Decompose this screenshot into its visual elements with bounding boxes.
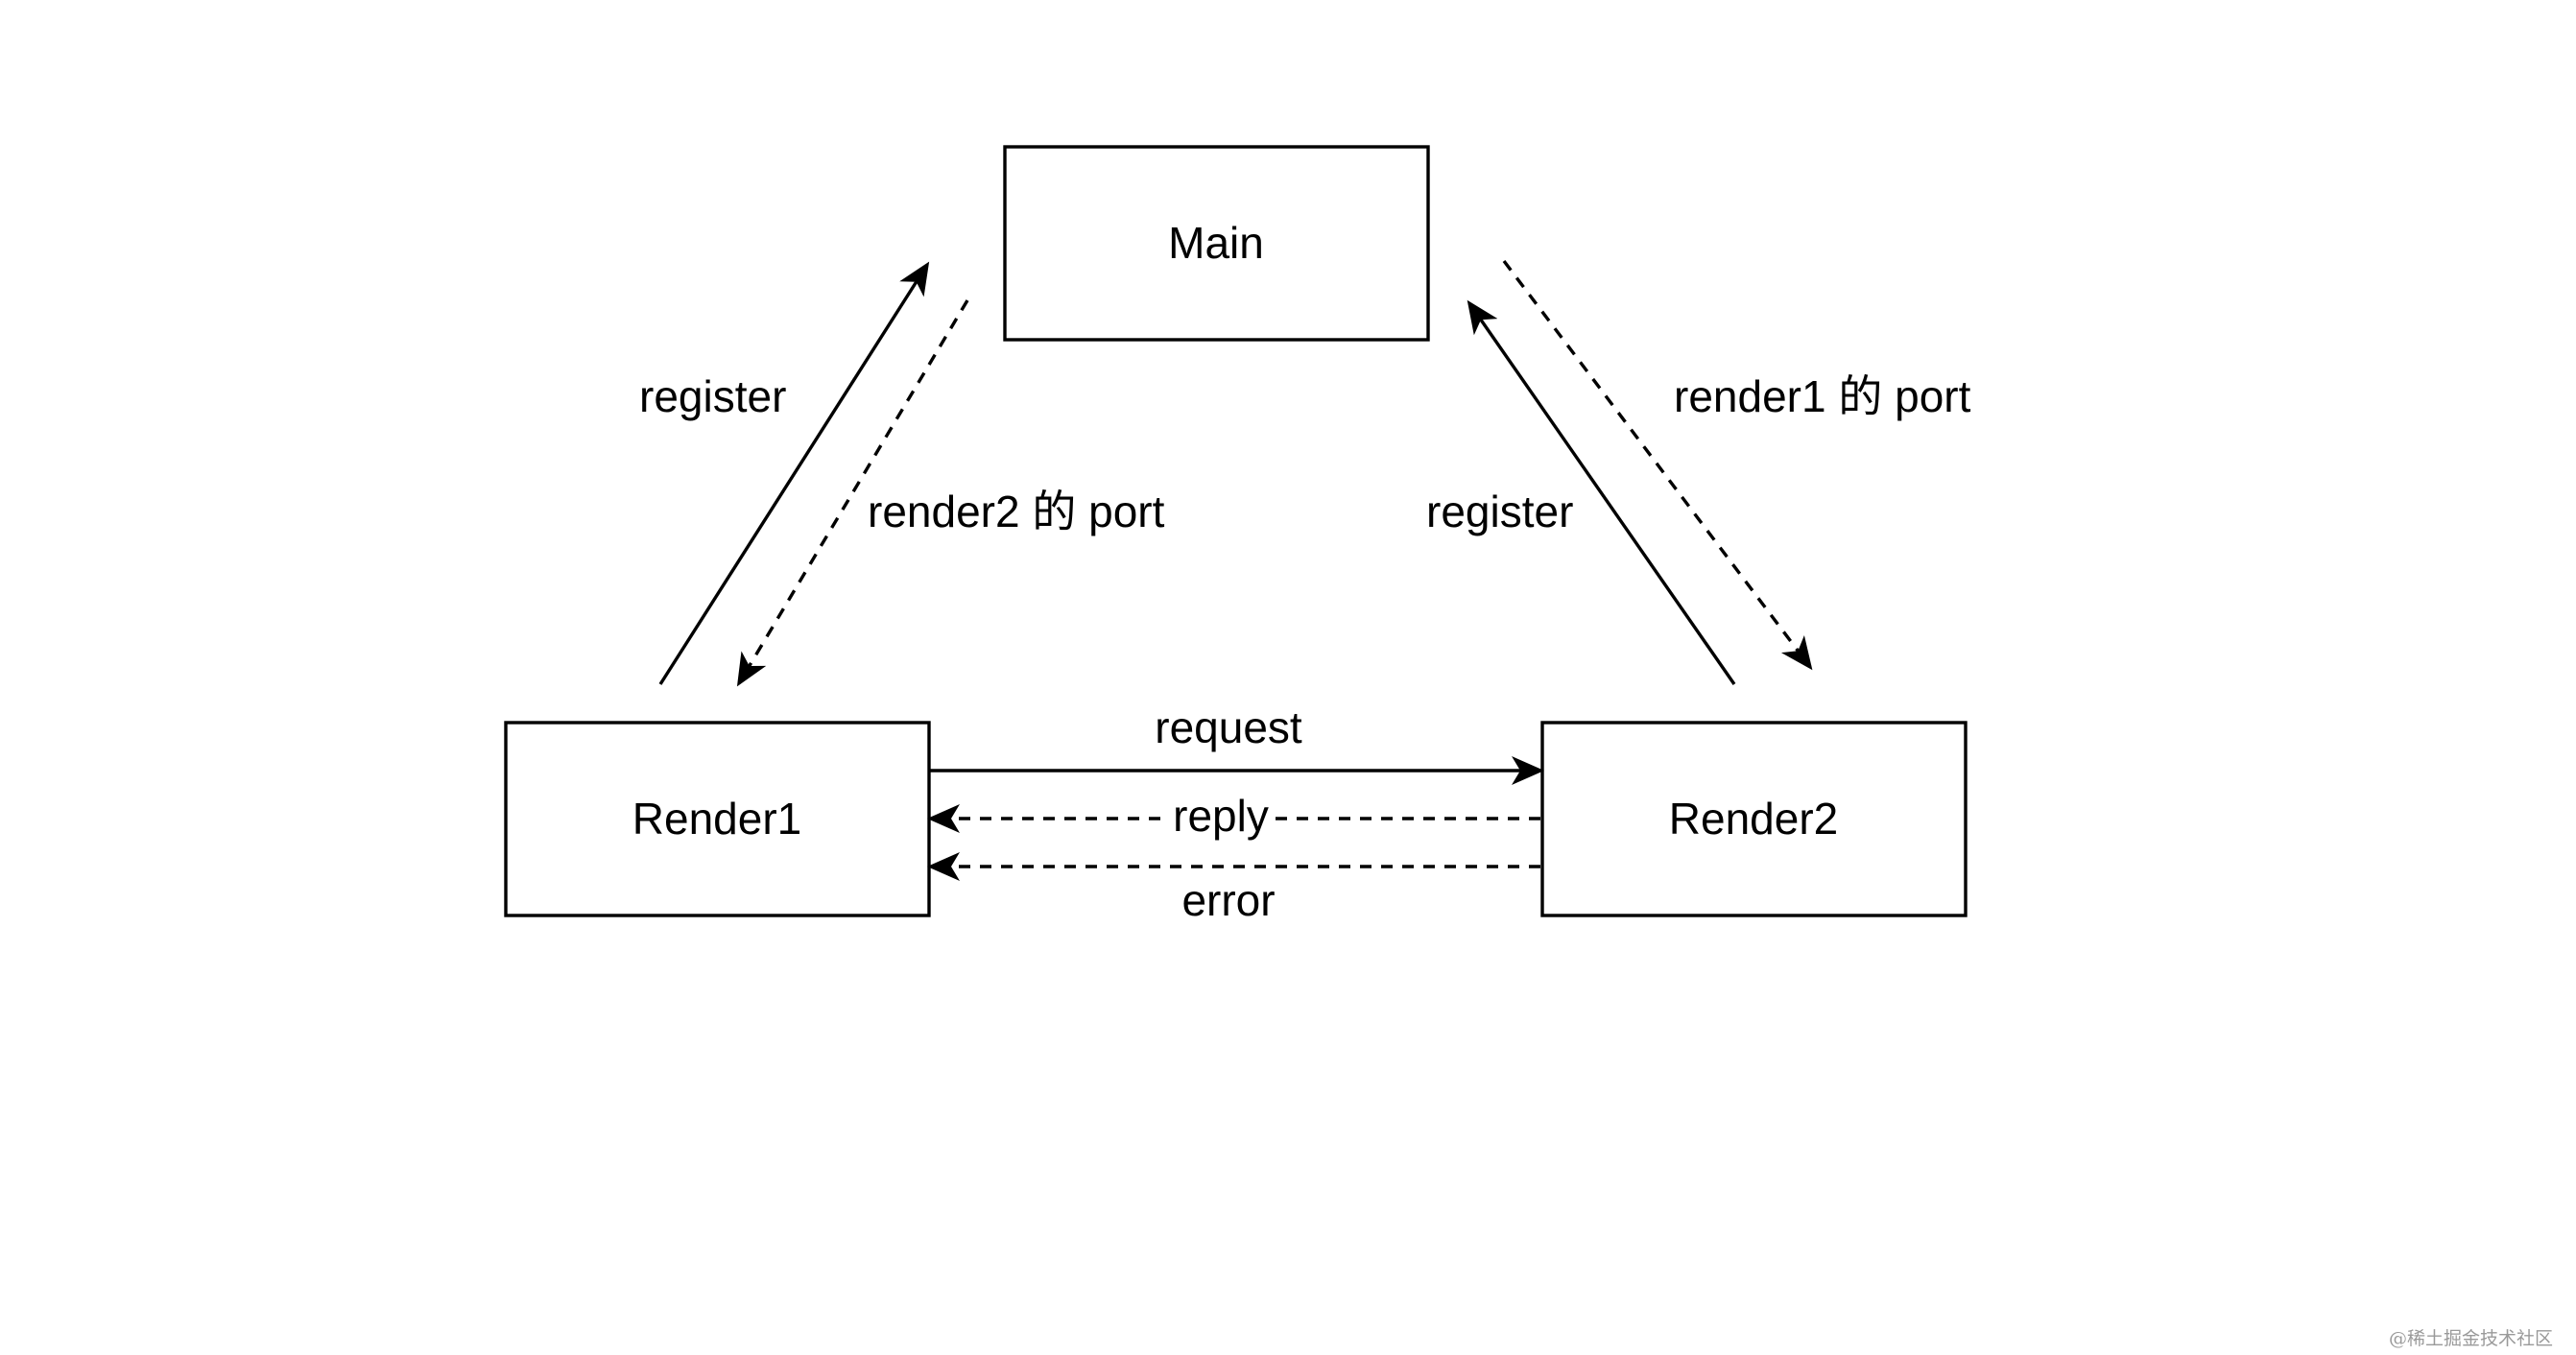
edge-render2-port-to-render1 [736,299,969,687]
edge-render1-register-label: register [639,371,786,421]
render2-box [1540,721,1968,917]
edge-render2-register [1467,299,1736,685]
edge-render1-port-to-render2-label: render1 的 port [1674,371,1971,421]
node-render1: Render1 [504,721,931,917]
main-box [1003,145,1430,342]
edge-render1-port-to-render2 [1502,259,1813,671]
edge-reply-label-bg [1169,793,1275,844]
edge-error-label: error [1181,875,1275,925]
node-main: Main [1003,145,1430,342]
node-render2: Render2 [1540,721,1968,917]
edge-request-label: request [1155,702,1302,752]
edge-reply-label: reply [1173,791,1269,841]
edge-render2-register-label: register [1426,487,1573,536]
main-label: Main [1168,218,1264,268]
render1-box [504,721,931,917]
render1-label: Render1 [632,794,801,844]
edge-render1-register [658,261,930,685]
watermark: @稀土掘金技术社区 [2389,1328,2553,1349]
render2-label: Render2 [1669,794,1838,844]
edge-render2-port-to-render1-label: render2 的 port [868,487,1165,536]
